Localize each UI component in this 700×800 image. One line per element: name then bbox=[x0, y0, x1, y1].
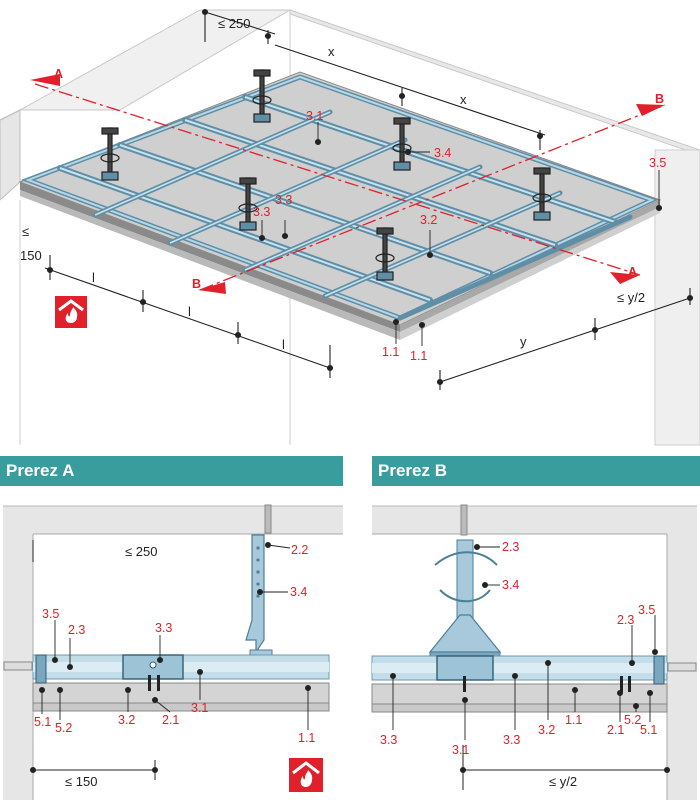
dim-l-2: l bbox=[188, 304, 191, 319]
section-a-label-1-1: 1.1 bbox=[298, 731, 315, 745]
section-b-label-2-3-edge: 2.3 bbox=[617, 613, 634, 627]
label-3-5: 3.5 bbox=[649, 156, 666, 170]
label-3-3-a: 3.3 bbox=[253, 205, 270, 219]
section-b-label-2-1: 2.1 bbox=[607, 723, 624, 737]
dim-y: y bbox=[520, 334, 527, 349]
section-b-label-3-5: 3.5 bbox=[638, 603, 655, 617]
dim-x-2: x bbox=[460, 92, 467, 107]
label-1-1-a: 1.1 bbox=[382, 345, 399, 359]
section-b-label-5-2: 5.2 bbox=[624, 713, 641, 727]
section-a-label-2-1: 2.1 bbox=[162, 713, 179, 727]
section-a-label-3-5: 3.5 bbox=[42, 607, 59, 621]
label-3-3-b: 3.3 bbox=[275, 193, 292, 207]
section-a-label-3-1: 3.1 bbox=[191, 701, 208, 715]
label-1-1-b: 1.1 bbox=[410, 349, 427, 363]
fire-protection-icon bbox=[289, 758, 323, 792]
section-a-drawing: ≤ 250 ≤ 150 2.2 3.4 3.5 2.3 3.3 5.1 5.2 … bbox=[3, 504, 343, 800]
section-a-label-5-2: 5.2 bbox=[55, 721, 72, 735]
section-b-label-3-1: 3.1 bbox=[452, 743, 469, 757]
section-b-drawing: ≤ y/2 2.3 3.4 3.5 2.3 3.3 3.3 3.1 3.2 1.… bbox=[371, 504, 697, 800]
section-a-label-2-2: 2.2 bbox=[291, 543, 308, 557]
section-a-label-3-4: 3.4 bbox=[290, 585, 307, 599]
hanger-group bbox=[100, 69, 552, 281]
section-b-label-1-1: 1.1 bbox=[565, 713, 582, 727]
dim-l-1: l bbox=[92, 270, 95, 285]
section-b-dim-y-half: ≤ y/2 bbox=[549, 774, 577, 789]
dim-max-250: ≤ 250 bbox=[218, 16, 250, 31]
isometric-view: ≤ 250 x x ≤ 150 l l l y ≤ y/2 A A B B 3.… bbox=[0, 8, 700, 446]
section-b-label-3-4: 3.4 bbox=[502, 578, 519, 592]
section-mark-b-left: B bbox=[192, 277, 201, 291]
fire-protection-icon bbox=[55, 296, 87, 328]
section-b-label-5-1: 5.1 bbox=[640, 723, 657, 737]
label-3-4: 3.4 bbox=[434, 146, 451, 160]
section-a-label-3-2: 3.2 bbox=[118, 713, 135, 727]
section-b-label-3-2: 3.2 bbox=[538, 723, 555, 737]
section-mark-a-left: A bbox=[54, 67, 63, 81]
label-3-2: 3.2 bbox=[420, 213, 437, 227]
section-b-label-3-3-left: 3.3 bbox=[380, 733, 397, 747]
section-a-label-3-3: 3.3 bbox=[155, 621, 172, 635]
section-mark-b-right: B bbox=[655, 92, 664, 106]
label-3-1: 3.1 bbox=[306, 109, 323, 123]
section-b-label-2-3-top: 2.3 bbox=[502, 540, 519, 554]
dim-y-half: ≤ y/2 bbox=[617, 290, 645, 305]
dim-max-150: ≤ bbox=[22, 224, 29, 239]
section-a-dim-max-250: ≤ 250 bbox=[125, 544, 157, 559]
section-a-label-2-3: 2.3 bbox=[68, 623, 85, 637]
section-b-label-3-3-right: 3.3 bbox=[503, 733, 520, 747]
section-b-header: Prerez B bbox=[372, 456, 700, 486]
section-mark-a-right: A bbox=[628, 265, 637, 279]
section-a-dim-max-150: ≤ 150 bbox=[65, 774, 97, 789]
dim-x-1: x bbox=[328, 44, 335, 59]
dim-max-150-value: 150 bbox=[20, 248, 42, 263]
section-a-label-5-1: 5.1 bbox=[34, 715, 51, 729]
section-a-header: Prerez A bbox=[0, 456, 343, 486]
dim-l-3: l bbox=[282, 337, 285, 352]
